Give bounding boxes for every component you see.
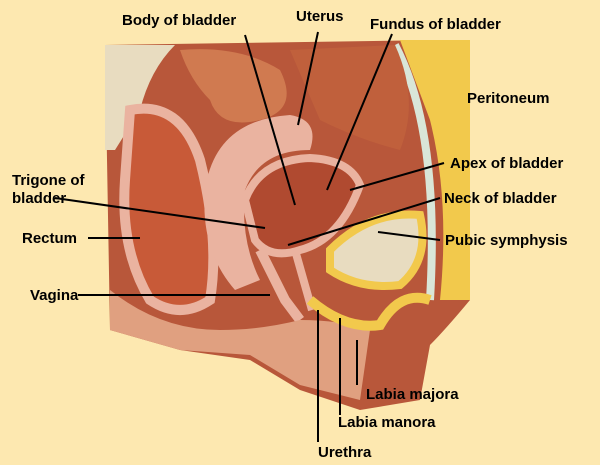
leader-body [244, 34, 296, 206]
leader-fundus [326, 33, 393, 191]
perineum [110, 290, 370, 400]
peritoneum-layer [391, 43, 436, 301]
urethra-canal [291, 248, 316, 312]
label-labia-manora: Labia manora [338, 414, 436, 431]
sacrum [105, 45, 175, 150]
label-uterus: Uterus [296, 8, 344, 25]
vagina-canal [255, 247, 304, 323]
label-body-of-bladder: Body of bladder [122, 12, 237, 29]
label-urethra: Urethra [318, 444, 372, 461]
label-pubic-symphysis: Pubic symphysis [445, 232, 568, 249]
label-fundus-of-bladder: Fundus of bladder [370, 16, 501, 33]
label-peritoneum: Peritoneum [467, 90, 550, 107]
leader-pubic [377, 231, 441, 241]
label-apex-of-bladder: Apex of bladder [450, 155, 564, 172]
leader-neck [287, 197, 441, 246]
uterus-shape [204, 115, 313, 290]
label-trigone-line2: bladder [12, 190, 67, 207]
label-rectum: Rectum [22, 230, 78, 247]
labia [306, 292, 432, 331]
label-trigone-line1: Trigone of [12, 172, 85, 189]
leader-uterus [297, 31, 319, 126]
intestines [180, 49, 287, 123]
pubic-bone [326, 210, 427, 290]
label-neck-of-bladder: Neck of bladder [444, 190, 557, 207]
leader-trigone [54, 197, 266, 229]
rectum-shape [119, 103, 219, 315]
label-vagina: Vagina [30, 287, 79, 304]
abdominal-cavity [290, 45, 409, 150]
abdominal-wall [400, 40, 470, 300]
leader-apex [349, 162, 445, 191]
label-labia-majora: Labia majora [366, 386, 459, 403]
